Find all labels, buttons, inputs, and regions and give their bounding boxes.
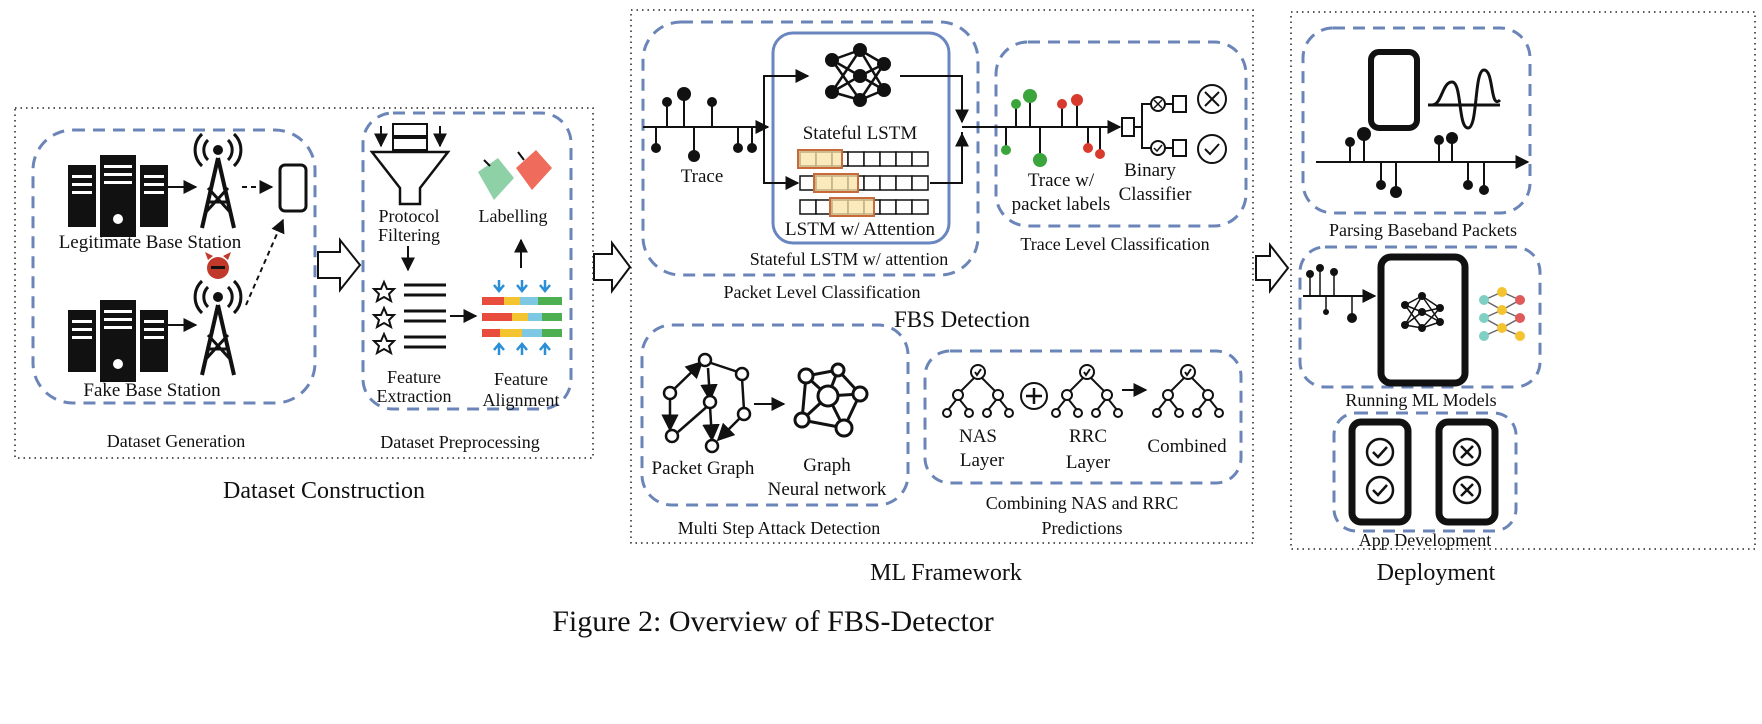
legit-server-icon [68, 155, 168, 237]
packet-graph-label: Packet Graph [652, 458, 755, 479]
ml-framework-title: ML Framework [870, 560, 1022, 586]
combined-label: Combined [1147, 436, 1227, 457]
devil-icon [205, 252, 231, 279]
feature-list-icon [371, 279, 446, 356]
fake-server-icon [68, 300, 168, 382]
phone-icon [278, 163, 308, 213]
running-label: Running ML Models [1345, 390, 1496, 410]
protocol-label: Protocol [379, 206, 440, 226]
dataset-preprocessing-box [361, 111, 573, 411]
combining-title-2: Predictions [1042, 518, 1123, 538]
feature-extraction-label-2: Extraction [377, 386, 452, 406]
app-box [1332, 411, 1518, 533]
dataset-generation-box [31, 128, 317, 405]
baseband-signal-icon [1316, 127, 1530, 198]
fake-tower-icon [193, 279, 243, 377]
combined-tree-icon [1152, 364, 1224, 418]
labeled-trace-icon [962, 89, 1122, 167]
hollow-arrow-1 [317, 237, 362, 293]
packet-level-title: Packet Level Classification [724, 282, 921, 302]
stateful-lstm-label: Stateful LSTM [803, 123, 918, 144]
binary-classifier-icon [1121, 84, 1227, 164]
nas-tree-icon [942, 364, 1014, 418]
dataset-preprocessing-title: Dataset Preprocessing [380, 432, 539, 452]
trace-level-box [994, 40, 1248, 228]
multi-step-box [640, 323, 910, 507]
fake-station-label: Fake Base Station [83, 380, 221, 401]
stateful-lstm-attention-label: Stateful LSTM w/ attention [750, 249, 948, 269]
alignment-bars-icon [482, 280, 562, 355]
packet-level-box [641, 20, 980, 277]
fbs-detection-title: FBS Detection [894, 307, 1031, 332]
nas-label-2: Layer [960, 450, 1005, 471]
figure-caption: Figure 2: Overview of FBS-Detector [552, 605, 994, 638]
lstm-attention-label: LSTM w/ Attention [785, 219, 935, 240]
cross-icons [1452, 437, 1482, 505]
gnn-label-1: Graph [803, 455, 851, 476]
feature-extraction-label-1: Feature [387, 367, 441, 387]
trace-label: Trace [681, 166, 724, 187]
binary-label-2: Classifier [1119, 184, 1192, 205]
attention-cells [797, 149, 929, 217]
legit-station-label: Legitimate Base Station [59, 232, 242, 253]
labelling-label: Labelling [479, 206, 548, 226]
deployment-frame [1290, 11, 1756, 550]
rrc-label-2: Layer [1066, 452, 1111, 473]
hollow-arrow-2 [593, 240, 632, 294]
legit-tower-icon [193, 132, 243, 230]
gnn-icon [793, 362, 869, 438]
waveform-icon [1428, 68, 1502, 130]
binary-label-1: Binary [1124, 160, 1176, 181]
funnel-icon [369, 123, 451, 206]
small-signal-icon [1303, 264, 1377, 323]
ml-phone-icon [1377, 253, 1469, 387]
feature-alignment-label-2: Alignment [483, 390, 560, 410]
dataset-construction-frame [14, 107, 594, 459]
hollow-arrow-3 [1255, 242, 1290, 294]
nas-label-1: NAS [959, 426, 997, 447]
fake-to-phone-arrow [245, 218, 285, 306]
plus-icon [1020, 382, 1048, 410]
app-label: App Development [1359, 530, 1491, 550]
trace-labels-label-1: Trace w/ [1028, 170, 1095, 191]
gnn-label-2: Neural network [768, 479, 887, 500]
parsing-label: Parsing Baseband Packets [1329, 220, 1517, 240]
app-phone-cross-icon [1439, 422, 1495, 522]
neural-net-icon [825, 43, 891, 107]
combining-box [923, 349, 1243, 485]
colored-network-icon [1479, 287, 1525, 341]
filtering-label: Filtering [378, 225, 440, 245]
trace-labels-label-2: packet labels [1012, 194, 1111, 215]
phone-neural-net-icon [1401, 292, 1444, 332]
trace-signal-icon [643, 87, 770, 162]
phone-icon-large [1368, 49, 1420, 131]
packet-graph-icon [661, 352, 752, 454]
dataset-construction-title: Dataset Construction [223, 478, 425, 504]
feature-alignment-label-1: Feature [494, 369, 548, 389]
combining-title-1: Combining NAS and RRC [986, 493, 1179, 513]
check-icons [1365, 437, 1395, 505]
rrc-tree-icon [1051, 364, 1123, 418]
lstm-box [771, 31, 951, 245]
multi-step-title: Multi Step Attack Detection [678, 518, 880, 538]
app-phone-check-icon [1352, 422, 1408, 522]
rrc-label-1: RRC [1069, 426, 1107, 447]
parsing-box [1301, 26, 1532, 215]
dataset-generation-title: Dataset Generation [107, 431, 245, 451]
tag-icons [478, 150, 552, 200]
trace-level-title: Trace Level Classification [1020, 234, 1209, 254]
deployment-title: Deployment [1377, 560, 1496, 586]
